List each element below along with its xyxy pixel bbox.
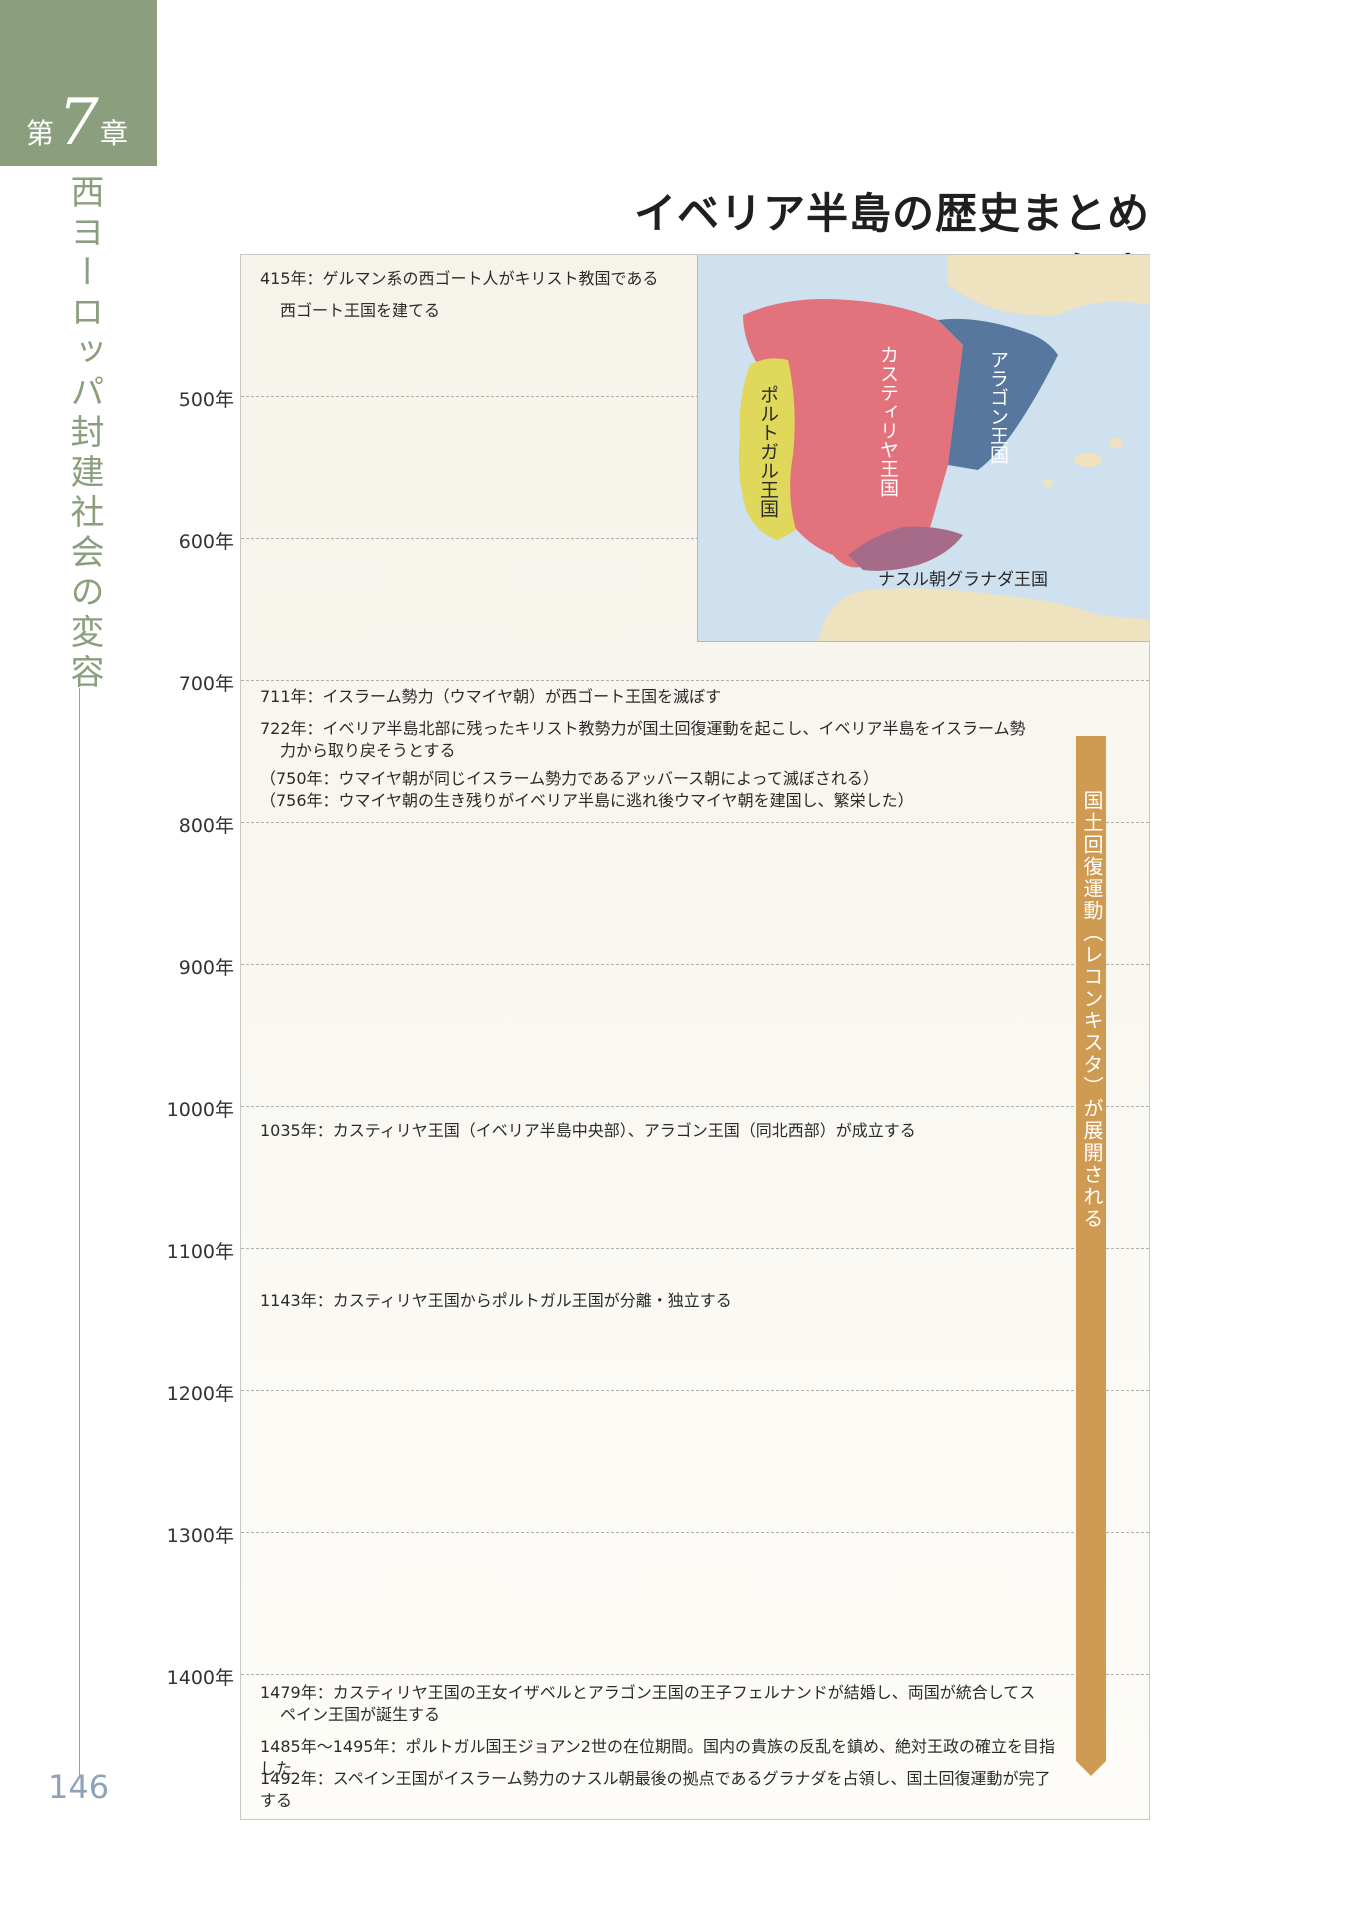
- event-415-line2: 西ゴート王国を建てる: [280, 301, 441, 320]
- event-756: （756年：ウマイヤ朝の生き残りがイベリア半島に逃れ後ウマイヤ朝を建国し、繁栄し…: [260, 791, 914, 810]
- event-415-line1: 415年：ゲルマン系の西ゴート人がキリスト教国である: [260, 269, 659, 288]
- event-722-line2: 力から取り戻そうとする: [280, 741, 456, 760]
- gridline-1100: [241, 1248, 1149, 1249]
- map-label-castile: カスティリヤ王国: [877, 345, 899, 497]
- event-415: 415年：ゲルマン系の西ゴート人がキリスト教国である: [260, 268, 1060, 290]
- gridline-1200: [241, 1390, 1149, 1391]
- event-1479: 1479年：カスティリヤ王国の王女イザベルとアラゴン王国の王子フェルナンドが結婚…: [260, 1682, 1060, 1726]
- gridline-600: [241, 538, 1149, 539]
- event-1479-line2: ペイン王国が誕生する: [280, 1705, 441, 1724]
- chapter-tab: 第 7 章: [0, 0, 157, 166]
- reconquista-label: 国土回復運動（レコンキスタ）が展開される: [1080, 790, 1104, 1230]
- map-label-nasrid: ナスル朝グラナダ王国: [878, 570, 1048, 590]
- event-711: 711年：イスラーム勢力（ウマイヤ朝）が西ゴート王国を滅ぼす: [260, 687, 722, 706]
- year-label-1400: 1400年: [166, 1667, 234, 1689]
- gridline-800: [241, 822, 1149, 823]
- year-label-1000: 1000年: [166, 1099, 234, 1121]
- year-label-1100: 1100年: [166, 1241, 234, 1263]
- chapter-suffix: 章: [100, 117, 129, 150]
- chapter-prefix: 第: [26, 117, 55, 150]
- event-1485: 1485年～1495年：ポルトガル国王ジョアン2世の在位期間。国内の貴族の反乱を…: [260, 1737, 1055, 1778]
- gridline-500: [241, 396, 1149, 397]
- year-label-500: 500年: [178, 389, 234, 411]
- year-label-800: 800年: [178, 815, 234, 837]
- map-label-aragon: アラゴン王国: [987, 350, 1009, 464]
- map-label-portugal: ポルトガル王国: [757, 385, 779, 518]
- gridline-1300: [241, 1532, 1149, 1533]
- event-722-line1: 722年：イベリア半島北部に残ったキリスト教勢力が国土回復運動を起こし、イベリア…: [260, 719, 1026, 738]
- year-label-900: 900年: [178, 957, 234, 979]
- year-label-700: 700年: [178, 673, 234, 695]
- gridline-700: [241, 680, 1149, 681]
- gridline-1000: [241, 1106, 1149, 1107]
- event-722: 722年：イベリア半島北部に残ったキリスト教勢力が国土回復運動を起こし、イベリア…: [260, 718, 1060, 762]
- event-1035: 1035年：カスティリヤ王国（イベリア半島中央部）、アラゴン王国（同北西部）が成…: [260, 1121, 916, 1140]
- event-1143: 1143年：カスティリヤ王国からポルトガル王国が分離・独立する: [260, 1291, 732, 1310]
- year-label-1300: 1300年: [166, 1525, 234, 1547]
- page-number: 146: [48, 1768, 110, 1806]
- reconquista-bar: [1076, 736, 1106, 1776]
- chapter-number: 7: [58, 86, 99, 160]
- gridline-900: [241, 964, 1149, 965]
- event-1479-line1: 1479年：カスティリヤ王国の王女イザベルとアラゴン王国の王子フェルナンドが結婚…: [260, 1683, 1036, 1702]
- side-divider: [79, 688, 80, 1776]
- year-label-600: 600年: [178, 531, 234, 553]
- event-1492: 1492年：スペイン王国がイスラーム勢力のナスル朝最後の拠点であるグラナダを占領…: [260, 1769, 1051, 1810]
- event-750: （750年：ウマイヤ朝が同じイスラーム勢力であるアッバース朝によって滅ぼされる）: [260, 769, 879, 788]
- side-chapter-title: 西ヨーロッパ封建社会の変容: [64, 174, 104, 694]
- iberia-map: カスティリヤ王国 アラゴン王国 ポルトガル王国 ナスル朝グラナダ王国: [697, 255, 1150, 642]
- gridline-1400: [241, 1674, 1149, 1675]
- year-label-1200: 1200年: [166, 1383, 234, 1405]
